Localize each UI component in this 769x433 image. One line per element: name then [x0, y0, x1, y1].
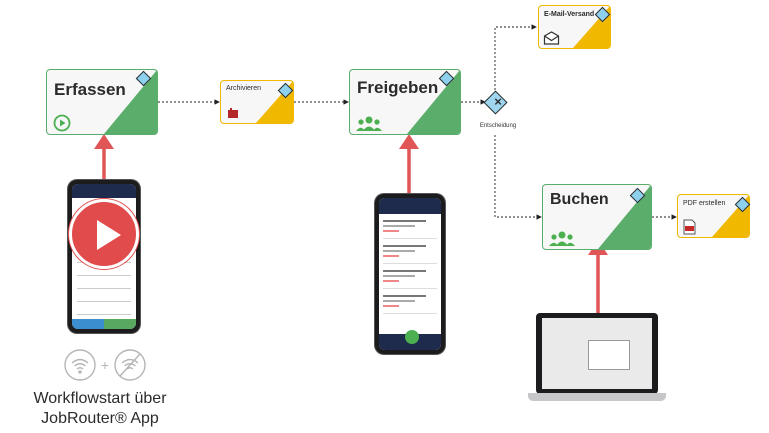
- people-icon: [356, 116, 382, 131]
- step-label: Erfassen: [54, 80, 126, 99]
- flow-gateway-buchen: [494, 135, 542, 220]
- caption-line-1: Workflowstart über: [33, 390, 167, 407]
- svg-text:+: +: [101, 357, 109, 373]
- laptop-screen: [542, 318, 652, 389]
- laptop: [528, 313, 666, 403]
- card-accent: [712, 195, 749, 237]
- step-label: PDF erstellen: [683, 200, 726, 207]
- people-icon: [549, 231, 575, 246]
- archive-box-icon: [228, 108, 238, 118]
- step-freigeben[interactable]: Freigeben: [349, 69, 461, 135]
- pdf-document-icon: [683, 219, 696, 235]
- wifi-off-icon: [114, 349, 146, 381]
- flow-gateway-email: [494, 24, 537, 90]
- red-arrows: [94, 134, 608, 315]
- step-label: Freigeben: [357, 78, 439, 97]
- offline-icons: +: [64, 349, 146, 381]
- phone-screen: [379, 198, 441, 350]
- envelope-icon: [543, 31, 560, 45]
- play-icon: [53, 114, 71, 132]
- gateway-x-icon: ×: [494, 94, 502, 109]
- play-button-icon[interactable]: [69, 199, 139, 269]
- wifi-icon: [64, 349, 96, 381]
- gateway-label: Entscheidung: [479, 123, 517, 129]
- caption: Workflowstart über JobRouter® App: [0, 389, 200, 429]
- sequence-flows: [158, 24, 677, 220]
- mobile-phone-inbox: [375, 194, 445, 354]
- step-label: Buchen: [550, 191, 609, 208]
- step-label: E-Mail-Versand: [544, 11, 595, 18]
- caption-line-2: JobRouter® App: [41, 410, 159, 427]
- card-accent: [573, 6, 610, 48]
- step-label: Archivieren: [226, 85, 262, 92]
